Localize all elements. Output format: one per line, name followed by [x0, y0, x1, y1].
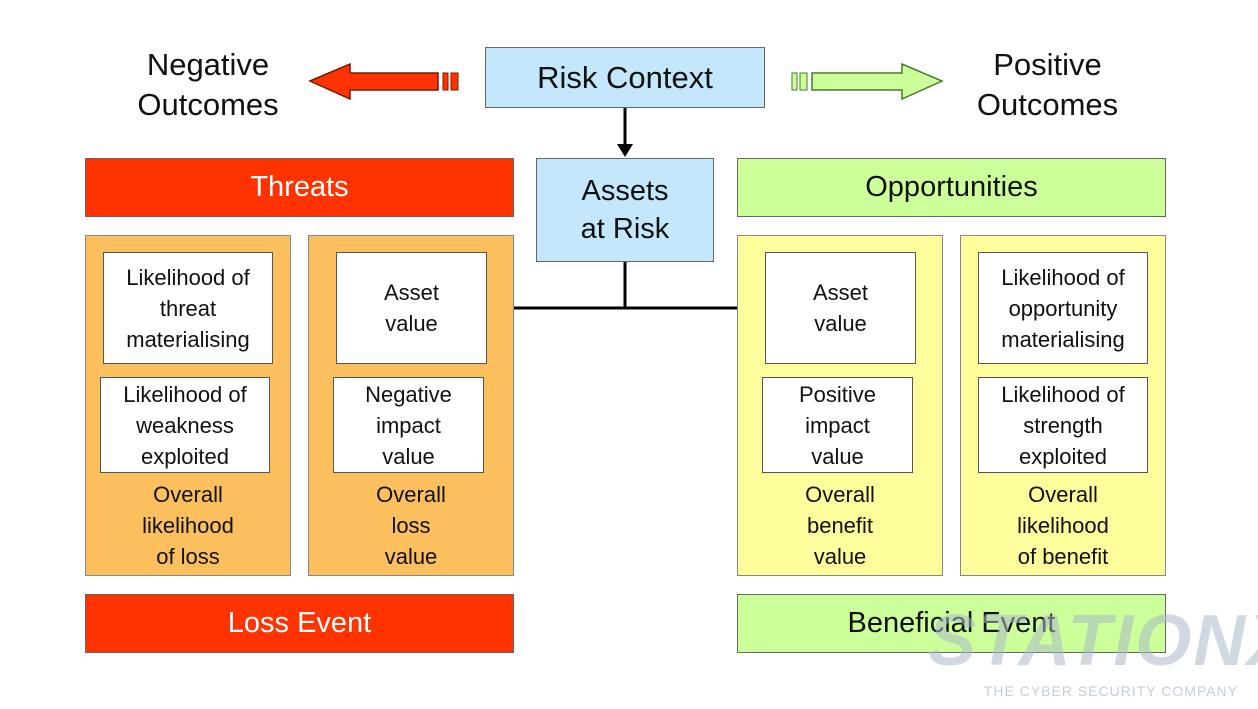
text-line: loss: [391, 513, 431, 538]
text-line: Overall: [153, 482, 223, 507]
text-line: Overall: [376, 482, 446, 507]
negative-outcomes-line1: Negative: [146, 47, 270, 82]
watermark-tagline: THE CYBER SECURITY COMPANY: [983, 683, 1238, 699]
assets-at-risk-box: Assets at Risk: [536, 158, 714, 262]
loss-event-bar: Loss Event: [85, 594, 514, 653]
text-line: impact: [805, 412, 870, 438]
text-line: threat: [159, 295, 217, 321]
overall-loss-value: Overall loss value: [309, 479, 513, 572]
watermark-brand: STATIONX: [928, 601, 1258, 681]
text-line: impact: [376, 412, 441, 438]
text-line: value: [813, 544, 867, 569]
opportunities-bar: Opportunities: [737, 158, 1166, 217]
text-line: value: [814, 311, 867, 336]
assets-line2: at Risk: [580, 213, 670, 245]
positive-outcomes-label: Positive Outcomes: [960, 44, 1135, 126]
text-line: likelihood: [142, 513, 234, 538]
loss-event-label: Loss Event: [227, 607, 372, 639]
text-line: materialising: [126, 326, 250, 352]
positive-outcomes-line2: Outcomes: [976, 87, 1119, 122]
overall-likelihood-loss: Overall likelihood of loss: [86, 479, 290, 572]
text-line: Overall: [805, 482, 875, 507]
overall-benefit-value: Overall benefit value: [738, 479, 942, 572]
stationx-watermark: STATIONX: [928, 601, 1258, 684]
text-line: Likelihood of: [1001, 381, 1125, 407]
text-line: Likelihood of: [123, 381, 247, 407]
positive-impact-box: Positive impact value: [762, 377, 913, 473]
negative-outcomes-label: Negative Outcomes: [118, 44, 298, 126]
text-line: Likelihood of: [1001, 264, 1125, 290]
text-line: exploited: [1018, 443, 1108, 469]
text-line: opportunity: [1008, 295, 1118, 321]
text-line: benefit: [806, 513, 874, 538]
text-line: Asset: [383, 280, 440, 305]
text-line: strength: [1023, 412, 1103, 438]
risk-context-box: Risk Context: [485, 47, 765, 108]
likelihood-weakness-box: Likelihood of weakness exploited: [100, 377, 270, 473]
threat-likelihood-panel: Likelihood of threat materialising Likel…: [85, 235, 291, 576]
text-line: value: [384, 544, 438, 569]
asset-value-box-negative: Asset value: [336, 252, 487, 364]
negative-arrow: [308, 62, 459, 101]
threats-bar: Threats: [85, 158, 514, 217]
beneficial-event-bar: Beneficial Event: [737, 594, 1166, 653]
text-line: Likelihood of: [126, 264, 250, 290]
asset-value-box-positive: Asset value: [765, 252, 916, 364]
beneficial-event-label: Beneficial Event: [847, 607, 1056, 639]
opportunity-value-panel: Asset value Positive impact value Overal…: [737, 235, 943, 576]
positive-arrow: [791, 62, 944, 101]
negative-impact-box: Negative impact value: [333, 377, 484, 473]
likelihood-threat-box: Likelihood of threat materialising: [103, 252, 273, 364]
negative-outcomes-line2: Outcomes: [137, 87, 279, 122]
text-line: Asset: [812, 280, 869, 305]
likelihood-strength-box: Likelihood of strength exploited: [978, 377, 1148, 473]
text-line: Positive: [798, 381, 877, 407]
text-line: of benefit: [1017, 544, 1109, 569]
text-line: materialising: [1001, 326, 1125, 352]
down-arrowhead: [617, 144, 633, 157]
text-line: of loss: [156, 544, 220, 569]
opportunities-title: Opportunities: [865, 171, 1038, 203]
text-line: Negative: [365, 381, 452, 407]
opportunity-likelihood-panel: Likelihood of opportunity materialising …: [960, 235, 1166, 576]
risk-context-label: Risk Context: [537, 59, 713, 95]
text-line: value: [382, 443, 435, 469]
likelihood-opportunity-box: Likelihood of opportunity materialising: [978, 252, 1148, 364]
text-line: likelihood: [1017, 513, 1109, 538]
text-line: Overall: [1028, 482, 1098, 507]
overall-likelihood-benefit: Overall likelihood of benefit: [961, 479, 1165, 572]
text-line: exploited: [140, 443, 230, 469]
text-line: weakness: [136, 412, 234, 438]
threat-value-panel: Asset value Negative impact value Overal…: [308, 235, 514, 576]
threats-title: Threats: [250, 171, 349, 203]
positive-outcomes-line1: Positive: [993, 47, 1102, 82]
assets-line1: Assets: [581, 175, 669, 207]
text-line: value: [385, 311, 438, 336]
text-line: value: [811, 443, 864, 469]
